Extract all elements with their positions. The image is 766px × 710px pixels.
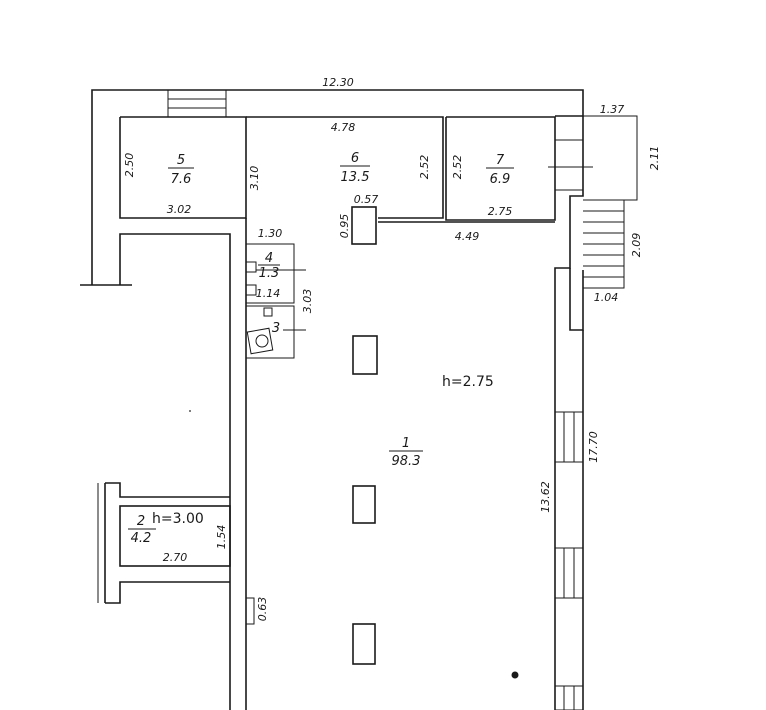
outer-walls [80,89,584,710]
dim-room5-left: 2.50 [123,153,136,178]
room-7-number: 7 [496,153,505,168]
niche [351,206,377,245]
dim-porch-right: 2.11 [648,146,661,171]
room-4-number: 4 [265,251,273,266]
room-labels: 5 7.6 6 13.5 7 6.9 4 1.3 3 1 98.3 h=2.75… [128,151,514,546]
room-2-number: 2 [137,514,145,529]
room-3-number: 3 [272,321,280,336]
speck [189,410,191,412]
dim-porch-top: 1.37 [600,103,625,116]
room-7-area: 6.9 [490,172,511,187]
room-6-area: 13.5 [341,170,370,185]
room-2-height: h=3.00 [152,511,204,527]
room-2-walls [97,482,231,604]
porch [548,115,638,201]
room-5-number: 5 [177,153,185,168]
dim-wc-right: 3.03 [301,289,314,314]
room-1-area: 98.3 [392,454,421,469]
dim-room2-h: 1.54 [215,525,228,550]
dim-room5-inner: 3.10 [248,166,261,191]
room-4-area: 1.3 [259,266,280,281]
dim-stair-w: 1.04 [594,291,619,304]
room-6-number: 6 [351,151,359,166]
window-top [167,89,227,118]
door-jamb [245,597,255,625]
windows-right [554,411,584,710]
dim-door-w: 0.63 [256,597,269,622]
dim-niche-h: 0.95 [338,214,351,239]
stairs [583,199,625,289]
dim-hall-right-inner: 13.62 [539,481,552,513]
room-2-area: 4.2 [131,531,152,546]
dim-room6-top: 4.78 [331,121,356,134]
dim-room7-bottom: 2.75 [488,205,513,218]
room-5-area: 7.6 [171,172,192,187]
dimension-labels: 12.30 4.78 1.37 2.11 2.50 3.10 3.02 2.52… [123,76,661,621]
columns [352,335,378,665]
mark-dot [511,671,519,679]
dim-niche-w: 0.57 [354,193,379,206]
dim-wc-top: 1.30 [258,227,283,240]
dim-stair-h: 2.09 [630,233,643,258]
dim-top-total: 12.30 [322,76,354,89]
dim-hall-right-outer: 17.70 [587,431,600,463]
dim-room5-bottom: 3.02 [167,203,192,216]
room-1-number: 1 [402,436,410,451]
dim-room7-left: 2.52 [451,155,464,180]
dim-room2-w: 2.70 [163,551,188,564]
dim-partition: 4.49 [455,230,480,243]
dim-room6-right: 2.52 [418,155,431,180]
dim-wc-inner: 1.14 [256,287,281,300]
wc-block [245,243,306,359]
room-1-height: h=2.75 [442,374,494,390]
